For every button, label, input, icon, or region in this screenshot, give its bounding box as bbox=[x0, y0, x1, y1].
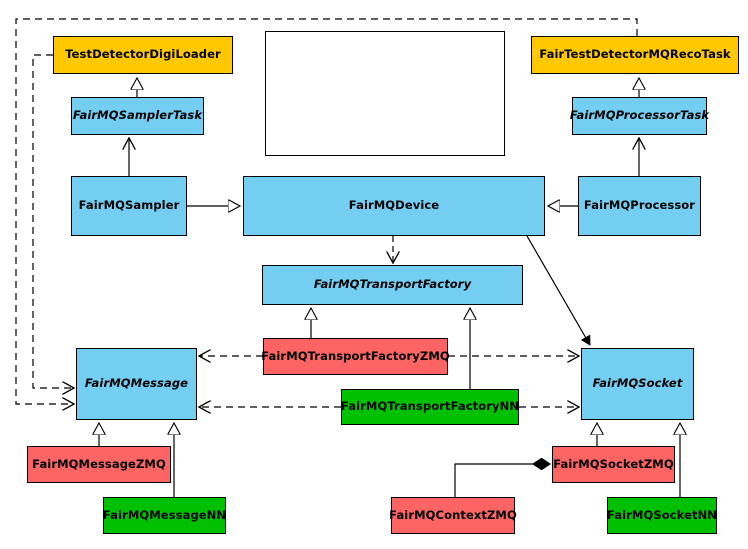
edge-digiloader-message bbox=[32, 54, 73, 388]
class-node-fairmq-message-nn[interactable]: FairMQMessageNN bbox=[103, 497, 226, 534]
class-label: FairMQContextZMQ bbox=[389, 507, 517, 522]
class-label: FairMQMessageZMQ bbox=[32, 456, 166, 471]
class-node-fairmq-message-zmq[interactable]: FairMQMessageZMQ bbox=[27, 446, 171, 483]
class-node-fair-test-detector-mq-reco-task[interactable]: FairTestDetectorMQRecoTask bbox=[531, 36, 739, 74]
class-label: FairMQTransportFactoryZMQ bbox=[261, 348, 450, 363]
edge-socketzmq-contextzmq bbox=[454, 464, 550, 497]
class-node-fairmq-processor[interactable]: FairMQProcessor bbox=[578, 176, 701, 236]
edge-device-socket bbox=[526, 235, 591, 346]
class-label: FairMQSocketNN bbox=[606, 507, 718, 522]
class-label: FairMQProcessor bbox=[583, 198, 696, 213]
class-label: FairMQDevice bbox=[348, 198, 440, 213]
class-label: FairMQSocket bbox=[592, 376, 683, 391]
class-label: FairMQTransportFactoryNN bbox=[340, 399, 520, 414]
class-label: FairMQProcessorTask bbox=[569, 108, 710, 123]
class-label: FairMQMessage bbox=[84, 376, 189, 391]
class-node-fairmq-sampler[interactable]: FairMQSampler bbox=[71, 176, 187, 236]
class-label: FairMQTransportFactory bbox=[313, 277, 472, 292]
class-node-fairmq-transport-factory-zmq[interactable]: FairMQTransportFactoryZMQ bbox=[261, 338, 450, 375]
class-node-fairmq-socket[interactable]: FairMQSocket bbox=[581, 348, 694, 420]
class-node-fairmq-transport-factory[interactable]: FairMQTransportFactory bbox=[262, 265, 523, 305]
class-label: FairTestDetectorMQRecoTask bbox=[539, 47, 731, 62]
class-node-test-detector-digi-loader[interactable]: TestDetectorDigiLoader bbox=[53, 36, 233, 74]
class-node-fairmq-processor-task[interactable]: FairMQProcessorTask bbox=[569, 97, 710, 135]
class-label: FairMQSampler bbox=[78, 198, 180, 213]
class-label: FairMQSamplerTask bbox=[72, 108, 203, 123]
class-node-fairmq-device[interactable]: FairMQDevice bbox=[243, 176, 545, 236]
class-node-fairmq-context-zmq[interactable]: FairMQContextZMQ bbox=[389, 497, 517, 534]
legend-panel bbox=[265, 31, 505, 156]
class-node-fairmq-socket-zmq[interactable]: FairMQSocketZMQ bbox=[552, 446, 675, 483]
class-node-fairmq-socket-nn[interactable]: FairMQSocketNN bbox=[607, 497, 717, 534]
class-label: TestDetectorDigiLoader bbox=[65, 47, 221, 62]
class-label: FairMQSocketZMQ bbox=[553, 456, 674, 471]
class-node-fairmq-message[interactable]: FairMQMessage bbox=[76, 348, 197, 420]
class-node-fairmq-transport-factory-nn[interactable]: FairMQTransportFactoryNN bbox=[341, 389, 519, 425]
class-label: FairMQMessageNN bbox=[102, 507, 227, 522]
class-node-fairmq-sampler-task[interactable]: FairMQSamplerTask bbox=[71, 97, 204, 135]
